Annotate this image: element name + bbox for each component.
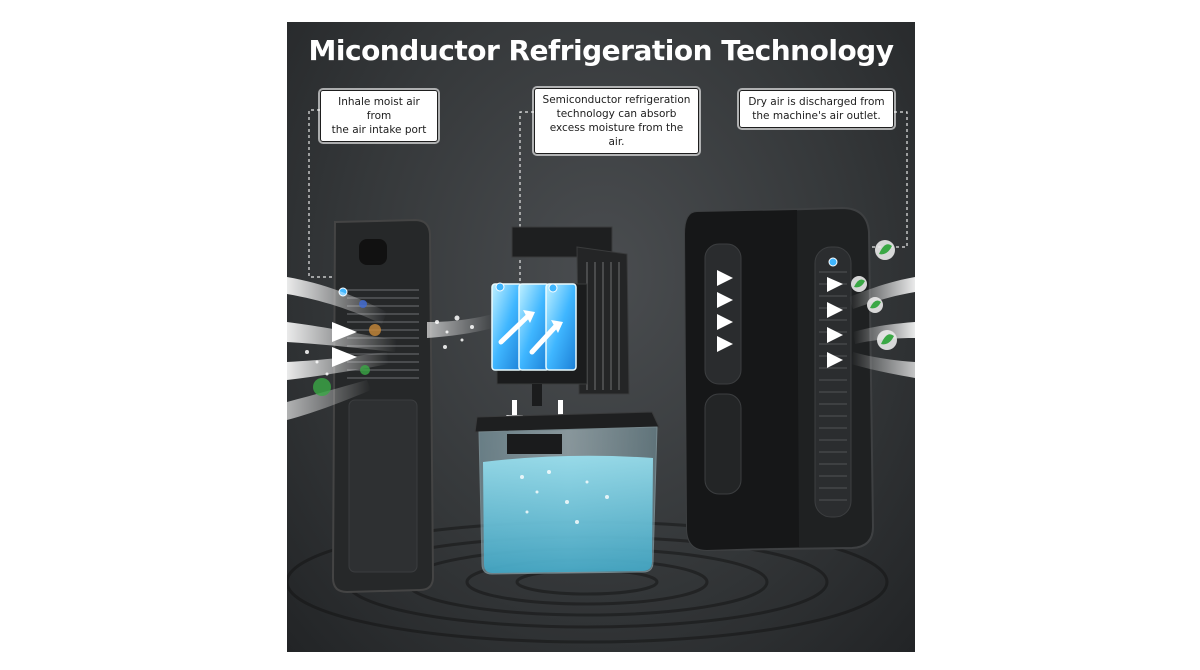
callout-intake-line-2: the air intake port <box>331 124 427 136</box>
refrigeration-module <box>491 226 630 406</box>
intake-air-stream <box>287 277 397 420</box>
callout-intake-line-1: Inhale moist air from <box>338 96 420 122</box>
intake-panel <box>331 218 435 594</box>
diagram-panel: Miconductor Refrigeration Technology Inh… <box>287 22 915 652</box>
germ-particles <box>313 300 381 396</box>
dehumidifier-illustration <box>287 109 915 644</box>
callout-refrigeration-line-2: technology can absorb <box>556 108 677 120</box>
callout-outlet-line-2: the machine's air outlet. <box>752 110 881 122</box>
callout-intake: Inhale moist air from the air intake por… <box>320 90 438 142</box>
outlet-housing <box>683 206 875 552</box>
diagram-title: Miconductor Refrigeration Technology <box>308 34 894 67</box>
water-tank <box>474 411 660 575</box>
callout-outlet: Dry air is discharged from the machine's… <box>739 90 894 128</box>
leaf-icons <box>851 240 897 350</box>
callout-refrigeration: Semiconductor refrigeration technology c… <box>534 88 699 154</box>
callout-outlet-line-1: Dry air is discharged from <box>748 96 885 108</box>
callout-refrigeration-line-3: excess moisture from the air. <box>549 122 684 148</box>
callout-refrigeration-line-1: Semiconductor refrigeration <box>542 94 691 106</box>
center-air-stream <box>427 314 493 338</box>
